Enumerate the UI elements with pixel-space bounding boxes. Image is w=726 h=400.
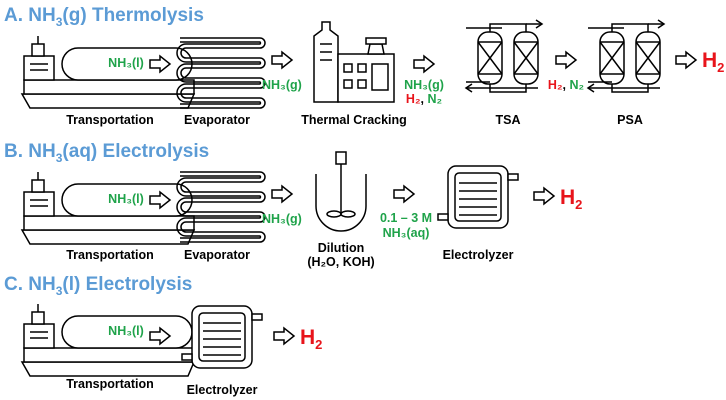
section-b-title: B. NH3(aq) Electrolysis [4,141,209,165]
section-c-prefix: C. NH [4,274,56,295]
separator: , [563,78,570,92]
n2-part: N₂ [427,92,442,106]
electrolyzer-icon-c [181,305,263,369]
evaporator-icon-a [176,37,266,109]
h2-part: H₂ [548,78,563,92]
mixing-tank-icon [315,151,367,232]
nh3-gas-label-b: NH₃(g) [262,212,302,226]
arrow-icon [555,51,577,69]
concentration-label: 0.1 – 3 M [380,211,432,225]
caption-psa: PSA [617,113,643,127]
caption-transportation-c: Transportation [66,377,154,391]
separator: , [421,92,428,106]
caption-dilution: Dilution [318,241,365,255]
h2-product-sub: 2 [575,197,582,212]
caption-transportation-b: Transportation [66,248,154,262]
section-c-title: C. NH3(l) Electrolysis [4,274,192,298]
caption-evaporator-b: Evaporator [184,248,250,262]
section-a-subscript: 3 [56,15,63,29]
psa-columns-icon [588,20,664,92]
nh3-gas-label-a: NH₃(g) [262,78,302,92]
h2-product-sub: 2 [717,60,724,75]
section-a-title: A. NH3(g) Thermolysis [4,5,204,29]
section-a-prefix: A. NH [4,5,56,26]
ship-icon-c [21,303,195,377]
caption-evaporator-a: Evaporator [184,113,250,127]
h2-product-c: H2 [300,326,322,352]
arrow-icon [413,55,435,73]
arrow-icon [271,185,293,203]
arrow-icon [273,327,295,345]
h2-product-letter: H [702,49,717,72]
h2-product-b: H2 [560,186,582,212]
section-c-subscript: 3 [56,284,63,298]
caption-electrolyzer-c: Electrolyzer [187,383,258,397]
h2-product-letter: H [300,326,315,349]
section-c-suffix: (l) Electrolysis [62,274,192,295]
ship-icon-b [21,171,195,245]
caption-dilution-detail: (H₂O, KOH) [307,255,374,269]
tsa-columns-icon [466,20,542,92]
nh3-aq-label: NH₃(aq) [383,226,430,240]
ship-icon-a [21,35,195,109]
caption-thermal-cracking: Thermal Cracking [301,113,407,127]
electrolyzer-icon-b [437,165,519,229]
section-b-subscript: 3 [56,151,63,165]
arrow-icon [271,51,293,69]
nh3-liquid-label-b: NH₃(l) [108,192,144,206]
arrow-icon [533,187,555,205]
h2-n2-label-b: H₂, N₂ [548,78,584,92]
caption-electrolyzer-b: Electrolyzer [443,248,514,262]
h2-part: H₂ [406,92,421,106]
h2-product-letter: H [560,186,575,209]
caption-tsa: TSA [496,113,521,127]
h2-product-sub: 2 [315,337,322,352]
nh3-liquid-label-a: NH₃(l) [108,56,144,70]
section-b-suffix: (aq) Electrolysis [62,141,209,162]
n2-part: N₂ [569,78,584,92]
h2-product-a: H2 [702,49,724,75]
nh3-liquid-label-c: NH₃(l) [108,324,144,338]
section-a-suffix: (g) Thermolysis [62,5,203,26]
h2-n2-label-a: H₂, N₂ [406,92,442,106]
nh3-gas-label-a2: NH₃(g) [404,78,444,92]
arrow-icon [393,185,415,203]
cracking-plant-icon [313,21,395,103]
section-b-prefix: B. NH [4,141,56,162]
caption-transportation-a: Transportation [66,113,154,127]
arrow-icon [675,51,697,69]
